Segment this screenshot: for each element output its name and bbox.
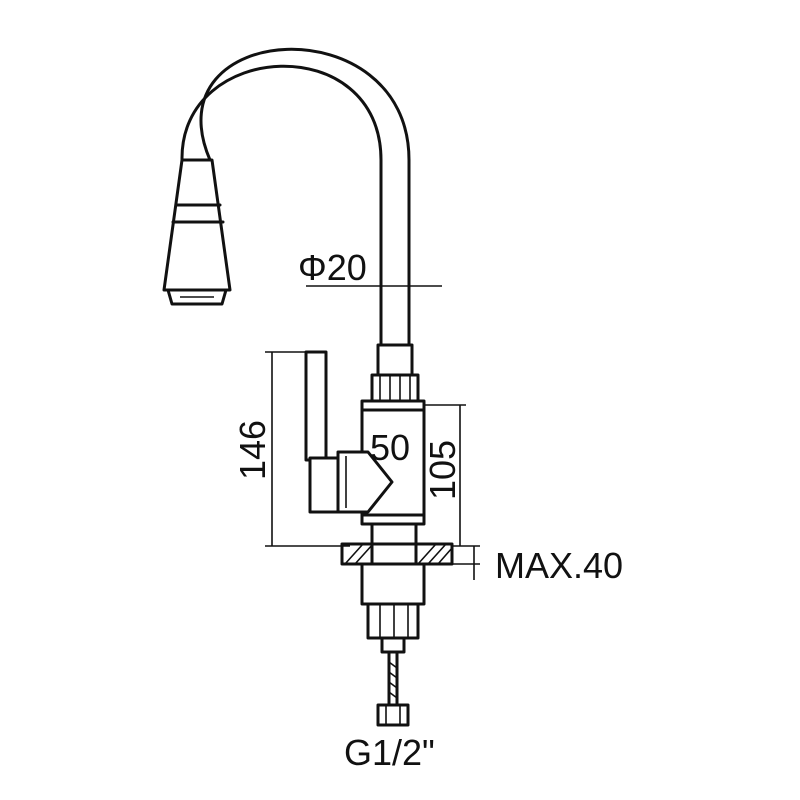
max-thickness-label: MAX.40	[495, 545, 623, 586]
height-total-label: 146	[232, 420, 273, 480]
gooseneck-spout	[180, 47, 411, 347]
spray-head	[162, 158, 232, 306]
thread-label: G1/2"	[344, 732, 435, 773]
width-label: 50	[370, 427, 410, 468]
neck-collar	[370, 343, 420, 403]
shank-and-hose	[360, 562, 426, 727]
mounting-deck	[340, 542, 454, 566]
height-body-label: 105	[422, 440, 463, 500]
lever-handle	[304, 350, 394, 514]
diameter-label: Φ20	[298, 247, 367, 288]
dimension-lines	[265, 285, 480, 580]
